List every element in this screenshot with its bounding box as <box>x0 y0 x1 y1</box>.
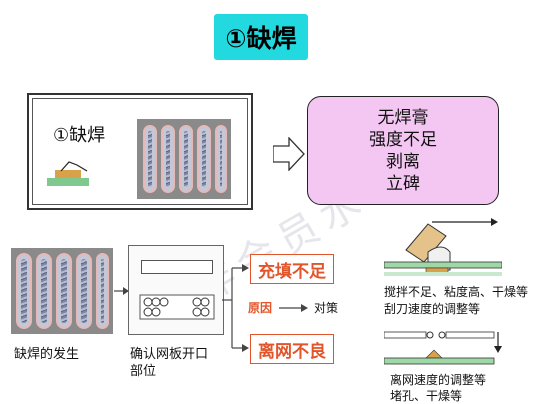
cause-item: 立碑 <box>386 173 420 194</box>
cause-item: 剥离 <box>386 151 420 172</box>
component-lead-icon <box>60 161 88 172</box>
squeegee-note-1: 搅拌不足、粘度高、干燥等 <box>384 285 529 299</box>
cause-item: 强度不足 <box>369 129 437 150</box>
arrow-right-icon <box>273 137 305 171</box>
stencil-slot <box>141 260 213 274</box>
component-illustration <box>55 170 81 178</box>
panel-subtitle: ①缺焊 <box>53 125 106 146</box>
print-strip <box>16 253 32 329</box>
missing-solder-panel-inner: ①缺焊 <box>32 98 248 205</box>
countermeasure-label: 对策 <box>314 301 339 315</box>
pcb-pad-illustration <box>47 178 89 186</box>
print-strip <box>215 125 227 193</box>
branch-connector <box>222 264 249 352</box>
stencil-print-image <box>137 119 231 199</box>
separation-note-2: 堵孔、干燥等 <box>390 389 463 403</box>
arrow-right-icon <box>114 287 129 295</box>
cause-item: 无焊膏 <box>377 107 429 128</box>
separation-defect-box: 离网不良 <box>250 334 334 364</box>
separation-note-1: 离网速度的调整等 <box>390 373 487 387</box>
causes-box: 无焊膏 强度不足 剥离 立碑 <box>307 96 499 205</box>
print-strip <box>197 125 211 193</box>
page-title: ①缺焊 <box>214 14 308 60</box>
print-strip <box>36 253 52 329</box>
occurrence-label: 缺焊的发生 <box>14 347 80 362</box>
separation-illustration <box>384 331 502 365</box>
missing-solder-panel: ①缺焊 <box>27 93 253 210</box>
stencil-opening-box <box>128 245 224 335</box>
arrow-right-icon <box>279 304 308 312</box>
print-strip <box>96 253 109 329</box>
confirm-label-2: 部位 <box>130 364 157 379</box>
occurrence-image <box>11 248 113 334</box>
print-strip <box>161 125 175 193</box>
print-strip <box>143 125 157 193</box>
print-strip <box>179 125 193 193</box>
squeegee-note-2: 刮刀速度的调整等 <box>384 302 481 316</box>
insufficient-fill-box: 充填不足 <box>250 254 334 284</box>
cause-label: 原因 <box>248 301 273 315</box>
confirm-label: 确认网板开口 <box>130 347 209 362</box>
stencil-holes-icon <box>139 294 215 320</box>
print-strip <box>76 253 92 329</box>
squeegee-illustration <box>384 218 502 276</box>
print-strip <box>56 253 72 329</box>
